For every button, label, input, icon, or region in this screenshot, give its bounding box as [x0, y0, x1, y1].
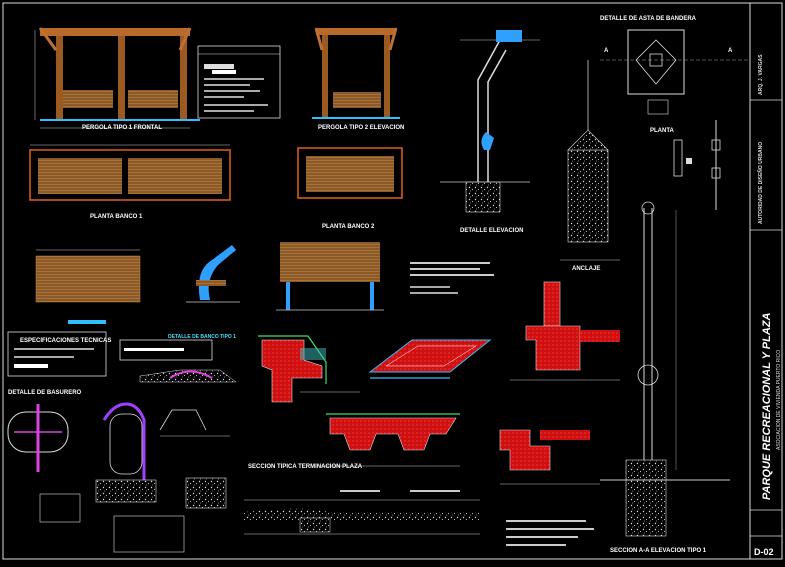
label-trash-detail: DETALLE DE BASURERO — [8, 390, 82, 396]
notes-block — [410, 262, 494, 294]
label-bench-plan: PLANTA BANCO 1 — [90, 214, 143, 220]
flag-holder-elevation: DETALLE ELEVACION — [440, 30, 540, 234]
trash-bin-detail: DETALLE DE BASURERO — [7, 390, 227, 553]
flag-detail-plan: DETALLE DE ASTA DE BANDERA A A PLANTA — [600, 16, 760, 134]
label-section-a-right: A — [728, 48, 733, 54]
paving-perspective — [368, 339, 492, 379]
label-side-elevation: DETALLE ELEVACION — [460, 228, 523, 234]
label-anclaje: ANCLAJE — [572, 266, 600, 272]
road-section: SECCION TIPICA TERMINACION PLAZA — [244, 464, 480, 535]
red-curb-section-1 — [258, 335, 360, 403]
hardware-details — [673, 120, 721, 210]
pergola-elevation-side: PERGOLA TIPO 2 ELEVACION — [312, 27, 404, 131]
label-road-section: SECCION TIPICA TERMINACION PLAZA — [248, 464, 363, 470]
pergola-elevation-front: PERGOLA TIPO 1 FRONTAL — [34, 27, 200, 131]
red-column-foundation — [510, 281, 620, 381]
label-bench-detail: DETALLE DE BANCO TIPO 1 — [168, 334, 236, 340]
label-bench-plan-2: PLANTA BANCO 2 — [322, 224, 375, 230]
sheet-number: D-02 — [754, 547, 774, 557]
specs-box-top — [197, 45, 281, 119]
label-flag-detail: DETALLE DE ASTA DE BANDERA — [600, 16, 697, 22]
specs-box-left: ESPECIFICACIONES TECNICAS — [7, 331, 213, 377]
label-section-a-left: A — [604, 48, 609, 54]
bench-plan-large: PLANTA BANCO 1 — [29, 144, 231, 220]
author-line: ARQ. J. VARGAS — [758, 54, 764, 95]
bench-plan-medium: PLANTA BANCO 2 — [297, 147, 403, 230]
label-section-aa: SECCION A-A ELEVACION TIPO 1 — [610, 548, 707, 554]
project-location: ASOCIACION DE VIVIENDA PUERTO RICO — [776, 350, 782, 450]
label-pergola-front: PERGOLA TIPO 1 FRONTAL — [82, 125, 162, 131]
title-block: PARQUE RECREACIONAL Y PLAZA ASOCIACION D… — [749, 2, 783, 560]
label-specs: ESPECIFICACIONES TECNICAS — [20, 338, 111, 344]
label-pergola-side: PERGOLA TIPO 2 ELEVACION — [318, 125, 404, 131]
authority-line: AUTORIDAD DE DISEÑO URBANO — [757, 142, 764, 224]
bench-detail: DETALLE DE BANCO TIPO 1 — [35, 242, 384, 340]
label-planta: PLANTA — [650, 128, 675, 134]
red-curb-section-3 — [499, 429, 600, 485]
flag-base-column: ANCLAJE — [560, 60, 620, 272]
curb-detail-left — [139, 369, 237, 383]
step-detail — [159, 409, 230, 437]
flagpole-elevation-tall: SECCION A-A ELEVACION TIPO 1 — [600, 201, 730, 554]
project-title: PARQUE RECREACIONAL Y PLAZA — [761, 313, 773, 500]
bottom-note — [506, 520, 594, 546]
red-curb-section-2 — [320, 413, 460, 467]
